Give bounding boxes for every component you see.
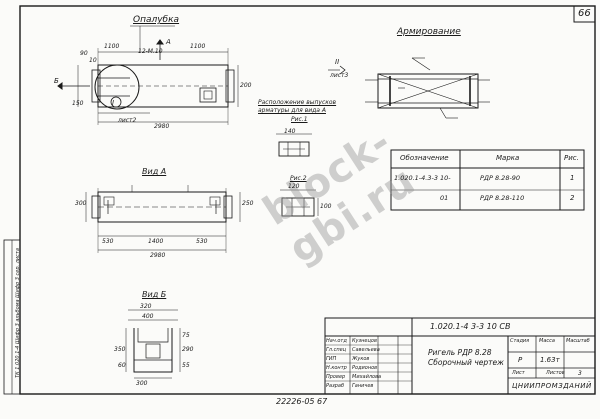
dim-1100-right: 1100	[190, 43, 206, 50]
spec-table-grid	[390, 149, 585, 211]
name-5: Михайлова	[352, 374, 382, 380]
bottom-code: 22226-05 67	[276, 397, 328, 406]
spec-row-1-fig: 1	[570, 174, 575, 182]
page-number: 66	[578, 8, 591, 19]
dim-m10: 12-М.10	[138, 48, 163, 55]
dim-400: 400	[142, 313, 154, 320]
mass-value: 1.63т	[540, 356, 560, 364]
dim-75: 75	[182, 332, 190, 339]
dim-60: 60	[118, 362, 126, 369]
sheet-ref-3: лист3	[330, 72, 349, 79]
dim-2980-plan: 2980	[154, 123, 170, 130]
spec-row-1-mark: РДР 8.28-90	[480, 174, 521, 182]
dim-2980-view: 2980	[150, 252, 166, 259]
name-4: Родионов	[352, 365, 378, 371]
scale-header: Масштаб	[566, 338, 590, 344]
spec-header-fig: Рис.	[564, 154, 579, 162]
dim-100: 100	[320, 203, 332, 210]
dim-530-right: 530	[196, 238, 208, 245]
name-3: Жуков	[352, 356, 370, 362]
dim-350: 350	[114, 346, 126, 353]
role-1: Нач.отд	[326, 338, 347, 344]
title-block-grid	[324, 317, 596, 395]
dim-90: 90	[80, 50, 88, 57]
dim-320: 320	[140, 303, 152, 310]
role-2: Гл.спец	[326, 347, 347, 353]
stage-header: Стадия	[510, 338, 530, 344]
spec-row-2-mark: РДР 8.28-110	[480, 194, 525, 202]
node-i-mark: I	[112, 99, 115, 107]
dim-55: 55	[182, 362, 190, 369]
dim-300: 300	[75, 200, 87, 207]
fig-1-label: Рис.1	[291, 116, 308, 123]
role-4: Н.контр	[326, 365, 347, 371]
view-a-label: Вид А	[142, 167, 167, 176]
section-ii: II	[335, 58, 340, 66]
dim-250: 250	[242, 200, 254, 207]
spec-row-1-designation: 1.020.1-4.3-3 10-	[394, 174, 451, 182]
view-a	[85, 185, 241, 253]
name-1: Кузнецов	[352, 338, 377, 344]
dim-290: 290	[182, 346, 194, 353]
lifting-note: Расположение выпусков арматуры для вида …	[258, 99, 337, 114]
arrow-b-label: Б	[54, 77, 59, 85]
dim-1400: 1400	[148, 238, 164, 245]
spec-header-designation: Обозначение	[400, 154, 449, 162]
dim-530: 530	[102, 238, 114, 245]
fig-2-label: Рис.2	[290, 175, 307, 182]
role-3: ГИП	[326, 356, 337, 362]
organization: ЦНИИПРОМЗДАНИЙ	[512, 382, 592, 390]
title-reinforcement: Армирование	[397, 27, 461, 37]
side-stamp: ТК 1.020.1-4 Шифр 3 альбома Шифр 3 сер. …	[15, 248, 21, 378]
spec-header-mark: Марка	[496, 154, 520, 162]
dim-140: 140	[284, 128, 296, 135]
dim-300-b: 300	[136, 380, 148, 387]
part-name: Ригель РДР 8.28	[428, 348, 492, 357]
dim-200: 200	[240, 82, 252, 89]
small-sections	[276, 133, 319, 217]
dim-150: 150	[72, 100, 84, 107]
formwork-plan	[57, 25, 239, 125]
view-b-label: Вид Б	[142, 290, 167, 299]
spec-row-2-fig: 2	[570, 194, 575, 202]
reinforcement-detail	[328, 57, 490, 119]
name-2: Савельева	[352, 347, 380, 353]
mass-header: Масса	[539, 338, 555, 344]
drawing-type: Сборочный чертеж	[428, 358, 504, 367]
sheets-header: Листов	[546, 370, 565, 376]
title-formwork: Опалубка	[133, 15, 180, 25]
sheet-header: Лист	[512, 370, 525, 376]
role-5: Провер	[326, 374, 346, 380]
dim-120: 120	[288, 183, 300, 190]
arrow-a-label: А	[166, 38, 171, 46]
spec-row-2-designation: 01	[440, 194, 449, 202]
sheet-frame	[3, 5, 596, 395]
role-6: Разраб	[326, 383, 345, 389]
sheets-count: 3	[578, 370, 582, 377]
view-b	[125, 309, 181, 379]
name-6: Ганичев	[352, 383, 374, 389]
document-code: 1.020.1-4 3-3 10 СВ	[430, 322, 511, 331]
sheet-ref-2: лист2	[118, 117, 137, 124]
dim-1100: 1100	[104, 43, 120, 50]
stage-value: Р	[518, 356, 523, 364]
dim-10: 10	[89, 57, 97, 64]
